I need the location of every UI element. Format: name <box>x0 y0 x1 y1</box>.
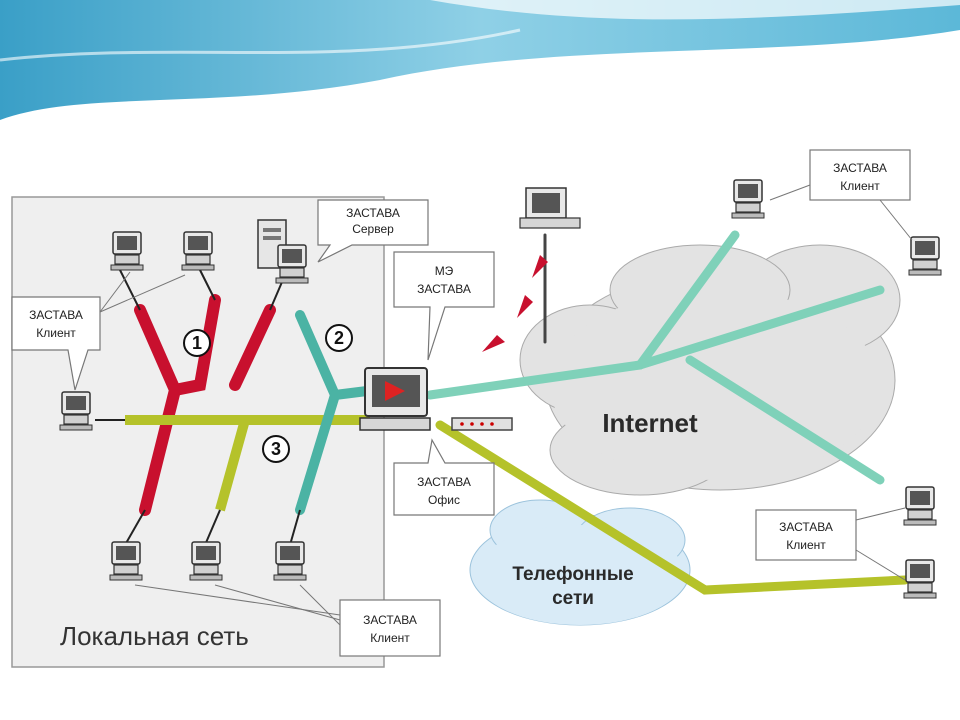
route-number-1: 1 <box>183 329 211 357</box>
svg-text:Клиент: Клиент <box>786 538 826 552</box>
callout-office: ЗАСТАВА Офис <box>393 438 495 516</box>
header-wave <box>0 0 960 120</box>
svg-text:2: 2 <box>334 328 344 348</box>
svg-text:Сервер: Сервер <box>352 222 394 236</box>
svg-text:1: 1 <box>192 333 202 353</box>
svg-text:ЗАСТАВА: ЗАСТАВА <box>417 475 471 489</box>
route-1 <box>134 294 276 516</box>
server-icon <box>257 219 309 284</box>
internet-label: Internet <box>602 408 698 438</box>
route-number-2: 2 <box>325 324 353 352</box>
svg-text:ЗАСТАВА: ЗАСТАВА <box>346 206 400 220</box>
callout-server: ЗАСТАВА Сервер <box>317 199 429 263</box>
attack-arrows <box>482 255 548 352</box>
callout-firewall: МЭ ЗАСТАВА <box>393 251 495 361</box>
svg-text:ЗАСТАВА: ЗАСТАВА <box>417 282 471 296</box>
svg-text:Офис: Офис <box>428 493 460 507</box>
office-router-icon <box>451 417 513 431</box>
firewall-computer-icon <box>359 367 431 431</box>
route-number-3: 3 <box>262 435 290 463</box>
callout-client-left: ЗАСТАВА Клиент <box>11 271 186 391</box>
svg-text:ЗАСТАВА: ЗАСТАВА <box>29 308 83 322</box>
svg-text:ЗАСТАВА: ЗАСТАВА <box>833 161 887 175</box>
phone-route <box>435 420 910 595</box>
attacker-computer-icon <box>519 187 581 229</box>
phone-network-label-line2: сети <box>552 588 594 609</box>
phone-network-label-line1: Телефонные <box>512 564 633 585</box>
svg-text:Клиент: Клиент <box>36 326 76 340</box>
internet-routes <box>425 230 885 485</box>
callout-client-right: ЗАСТАВА Клиент <box>755 507 906 581</box>
svg-text:ЗАСТАВА: ЗАСТАВА <box>363 613 417 627</box>
callout-client-bottom: ЗАСТАВА Клиент <box>134 584 441 657</box>
svg-text:Клиент: Клиент <box>840 179 880 193</box>
callout-client-top-right: ЗАСТАВА Клиент <box>769 149 913 241</box>
svg-text:3: 3 <box>271 439 281 459</box>
svg-text:МЭ: МЭ <box>435 264 454 278</box>
lan-label: Локальная сеть <box>60 621 249 651</box>
svg-text:Клиент: Клиент <box>370 631 410 645</box>
svg-text:ЗАСТАВА: ЗАСТАВА <box>779 520 833 534</box>
